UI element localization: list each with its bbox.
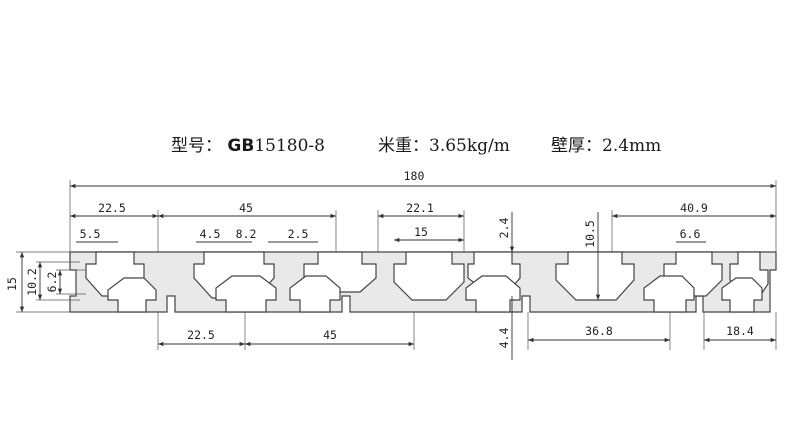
weight-value: 3.65kg/m — [429, 136, 510, 156]
dimension-lines — [19, 183, 776, 360]
dim-overall-width: 180 — [404, 169, 425, 183]
dim-height-10-2: 10.2 — [25, 268, 39, 296]
dim-slot-2-5: 2.5 — [288, 227, 309, 241]
dim-top-22-5: 22.5 — [98, 201, 126, 215]
wall-value: 2.4mm — [602, 136, 662, 156]
dim-top-45: 45 — [239, 201, 253, 215]
model-number: 15180-8 — [254, 136, 325, 156]
top-slot-6 — [555, 251, 635, 301]
model-prefix: GB — [227, 136, 255, 156]
dim-height-15: 15 — [5, 277, 19, 291]
dim-bottom-4-4: 4.4 — [497, 328, 511, 349]
dim-bottom-22-5: 22.5 — [187, 328, 215, 342]
dim-slot-4-5: 4.5 — [200, 227, 221, 241]
spec-model: 型号： GB15180-8 — [171, 131, 325, 156]
dim-bottom-18-4: 18.4 — [726, 324, 754, 338]
aluminum-profile — [69, 251, 777, 313]
model-label: 型号： — [171, 136, 222, 156]
dim-bottom-36-8: 36.8 — [585, 324, 613, 338]
bottom-slot-2 — [215, 275, 277, 313]
dim-depth-10-5: 10.5 — [583, 220, 597, 248]
bottom-slot-6 — [721, 277, 763, 313]
spec-weight: 米重：3.65kg/m — [378, 131, 510, 156]
dim-bottom-45: 45 — [323, 328, 337, 342]
dim-top-40-9: 40.9 — [680, 201, 708, 215]
top-slot-4 — [393, 251, 465, 301]
bottom-slot-1 — [107, 277, 157, 313]
bottom-slot-5 — [643, 275, 695, 313]
dim-slot-15: 15 — [414, 225, 428, 239]
dim-height-6-2: 6.2 — [45, 272, 59, 293]
dim-slot-5-5: 5.5 — [80, 227, 101, 241]
dim-slot-8-2: 8.2 — [236, 227, 257, 241]
weight-label: 米重： — [378, 136, 429, 156]
wall-label: 壁厚： — [551, 136, 602, 156]
dim-wall-2-4: 2.4 — [497, 218, 511, 239]
spec-wall: 壁厚：2.4mm — [551, 131, 661, 156]
bottom-slot-4 — [465, 275, 521, 313]
dimension-labels: 180 22.5 45 22.1 40.9 5.5 4.5 8.2 2.5 15… — [5, 169, 754, 348]
dim-slot-6-6: 6.6 — [680, 227, 701, 241]
dim-top-22-1: 22.1 — [406, 201, 434, 215]
bottom-slot-3 — [289, 275, 341, 313]
